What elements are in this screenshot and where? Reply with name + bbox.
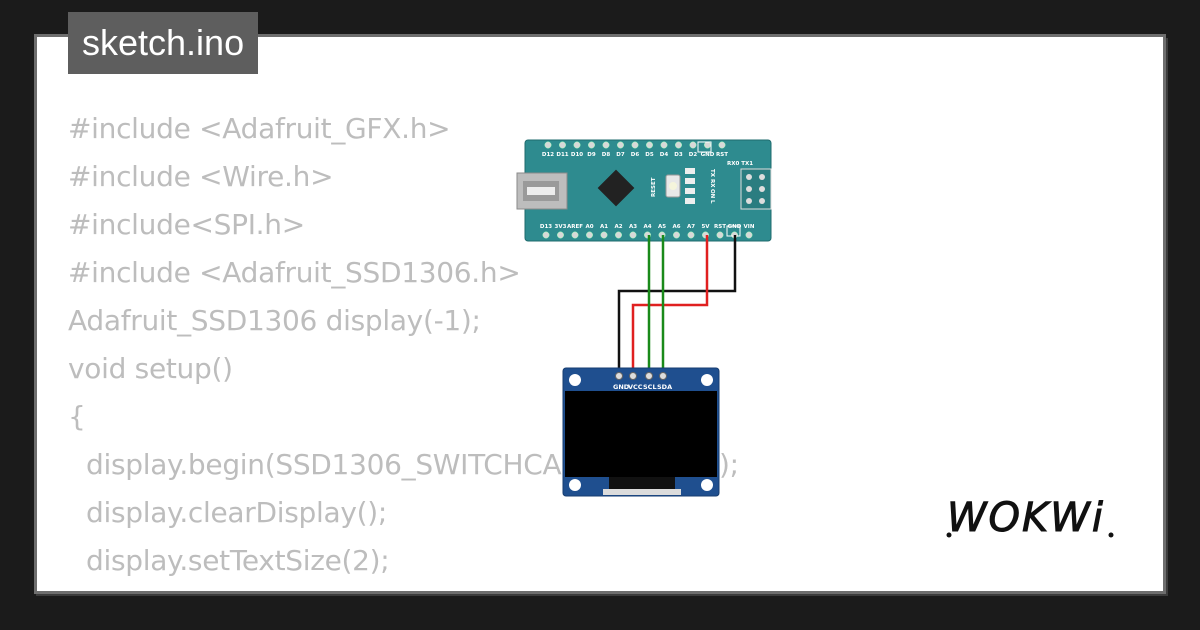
bottom-pin-label: A6: [672, 224, 680, 230]
top-pin-hole[interactable]: [602, 141, 610, 149]
bottom-pin-label: A2: [614, 224, 622, 230]
file-tab[interactable]: sketch.ino: [68, 12, 259, 74]
top-pin-label: D4: [660, 152, 669, 158]
wokwi-logo-text: WOKWi: [947, 495, 1105, 541]
top-pin-label: D11: [556, 152, 568, 158]
code-line: #include<SPI.h>: [68, 208, 305, 241]
top-pin-label: D3: [674, 152, 683, 158]
icsp-header: [740, 168, 772, 210]
code-line: void setup(): [68, 352, 233, 385]
top-pin-hole[interactable]: [675, 141, 682, 149]
bottom-pin-label: 3V3: [555, 224, 567, 230]
bottom-pin-label: A3: [629, 224, 637, 230]
led-label-tx: TX: [709, 169, 715, 178]
top-pin-hole[interactable]: [617, 141, 624, 149]
bottom-pin-hole[interactable]: [586, 231, 593, 239]
top-pin-label: D9: [587, 152, 596, 158]
top-pin-label: D2: [689, 152, 698, 158]
top-pin-hole[interactable]: [544, 141, 552, 149]
bottom-pin-label: VIN: [744, 224, 755, 230]
wire-gnd: [617, 235, 737, 375]
led-label-rx: RX: [709, 179, 715, 188]
top-pin-label: D8: [602, 152, 611, 158]
top-pin-label: GND: [701, 152, 715, 158]
bottom-pin-label: A0: [585, 224, 593, 230]
bottom-pin-hole[interactable]: [629, 231, 637, 239]
bottom-pin-label: A5: [658, 224, 666, 230]
top-pin-label: D12: [542, 152, 554, 158]
oled-display[interactable]: GND VCC SCL SDA: [562, 367, 720, 497]
status-leds: [685, 168, 695, 204]
bottom-pin-label: A4: [643, 224, 651, 230]
bottom-pin-label: 5V: [701, 224, 710, 230]
bottom-pin-label: RST: [714, 224, 726, 230]
bottom-pin-label: AREF: [567, 224, 583, 230]
top-pin-hole[interactable]: [588, 141, 595, 149]
top-pin-hole[interactable]: [704, 141, 711, 149]
code-line: #include <Adafruit_GFX.h>: [68, 112, 451, 145]
led-label-l: L: [709, 200, 715, 204]
code-line: display.clearDisplay();: [86, 496, 387, 529]
bottom-pin-hole[interactable]: [716, 231, 724, 239]
top-pin-hole[interactable]: [689, 141, 697, 149]
wires[interactable]: [617, 235, 737, 375]
top-pin-hole[interactable]: [718, 141, 726, 149]
top-pin-label: D6: [631, 152, 640, 158]
usb-connector: [516, 172, 568, 210]
bottom-pin-label: A7: [687, 224, 695, 230]
wokwi-logo-icon: WOKWi: [946, 495, 1114, 542]
code-line: display.setTextSize(2);: [86, 544, 390, 577]
code-line: Adafruit_SSD1306 display(-1);: [68, 304, 481, 337]
preview-card: #include <Adafruit_GFX.h> #include <Wire.…: [34, 34, 1166, 594]
bottom-pin-label: A1: [600, 224, 608, 230]
top-pin-label: D5: [645, 152, 654, 158]
top-pin-hole[interactable]: [631, 141, 639, 149]
bottom-pin-hole[interactable]: [600, 231, 608, 239]
top-pin-label: D7: [616, 152, 625, 158]
wire-vcc: [631, 235, 709, 375]
bottom-pin-hole[interactable]: [687, 231, 695, 239]
code-line: {: [68, 400, 86, 433]
oled-pin-scl: SCL: [643, 383, 657, 391]
bottom-pin-hole[interactable]: [557, 231, 564, 239]
top-pin-hole[interactable]: [660, 141, 668, 149]
oled-pin-gnd: GND: [613, 383, 630, 391]
bottom-pin-hole[interactable]: [571, 231, 579, 239]
code-line: #include <Adafruit_SSD1306.h>: [68, 256, 521, 289]
top-pin-hole[interactable]: [559, 141, 566, 149]
bottom-pin-hole[interactable]: [745, 231, 753, 239]
oled-pin-sda: SDA: [657, 383, 672, 391]
top-pin-label: D10: [571, 152, 583, 158]
bottom-pin-label: GND: [728, 224, 742, 230]
oled-pin-vcc: VCC: [628, 383, 643, 391]
code-line: #include <Wire.h>: [68, 160, 334, 193]
oled-screen: [565, 391, 717, 477]
top-pin-hole[interactable]: [646, 141, 653, 149]
top-pin-label: RST: [716, 152, 728, 158]
reset-label: RESET: [651, 177, 657, 197]
bottom-pin-hole[interactable]: [673, 231, 680, 239]
bottom-pin-hole[interactable]: [542, 231, 550, 239]
code-preview: #include <Adafruit_GFX.h> #include <Wire.…: [68, 105, 739, 591]
bottom-pin-hole[interactable]: [615, 231, 622, 239]
rx-tx-label: RX0 TX1: [727, 161, 753, 167]
microcontroller-chip: [597, 169, 635, 207]
led-label-on: ON: [709, 189, 715, 199]
top-pin-hole[interactable]: [573, 141, 581, 149]
bottom-pin-label: D13: [540, 224, 552, 230]
